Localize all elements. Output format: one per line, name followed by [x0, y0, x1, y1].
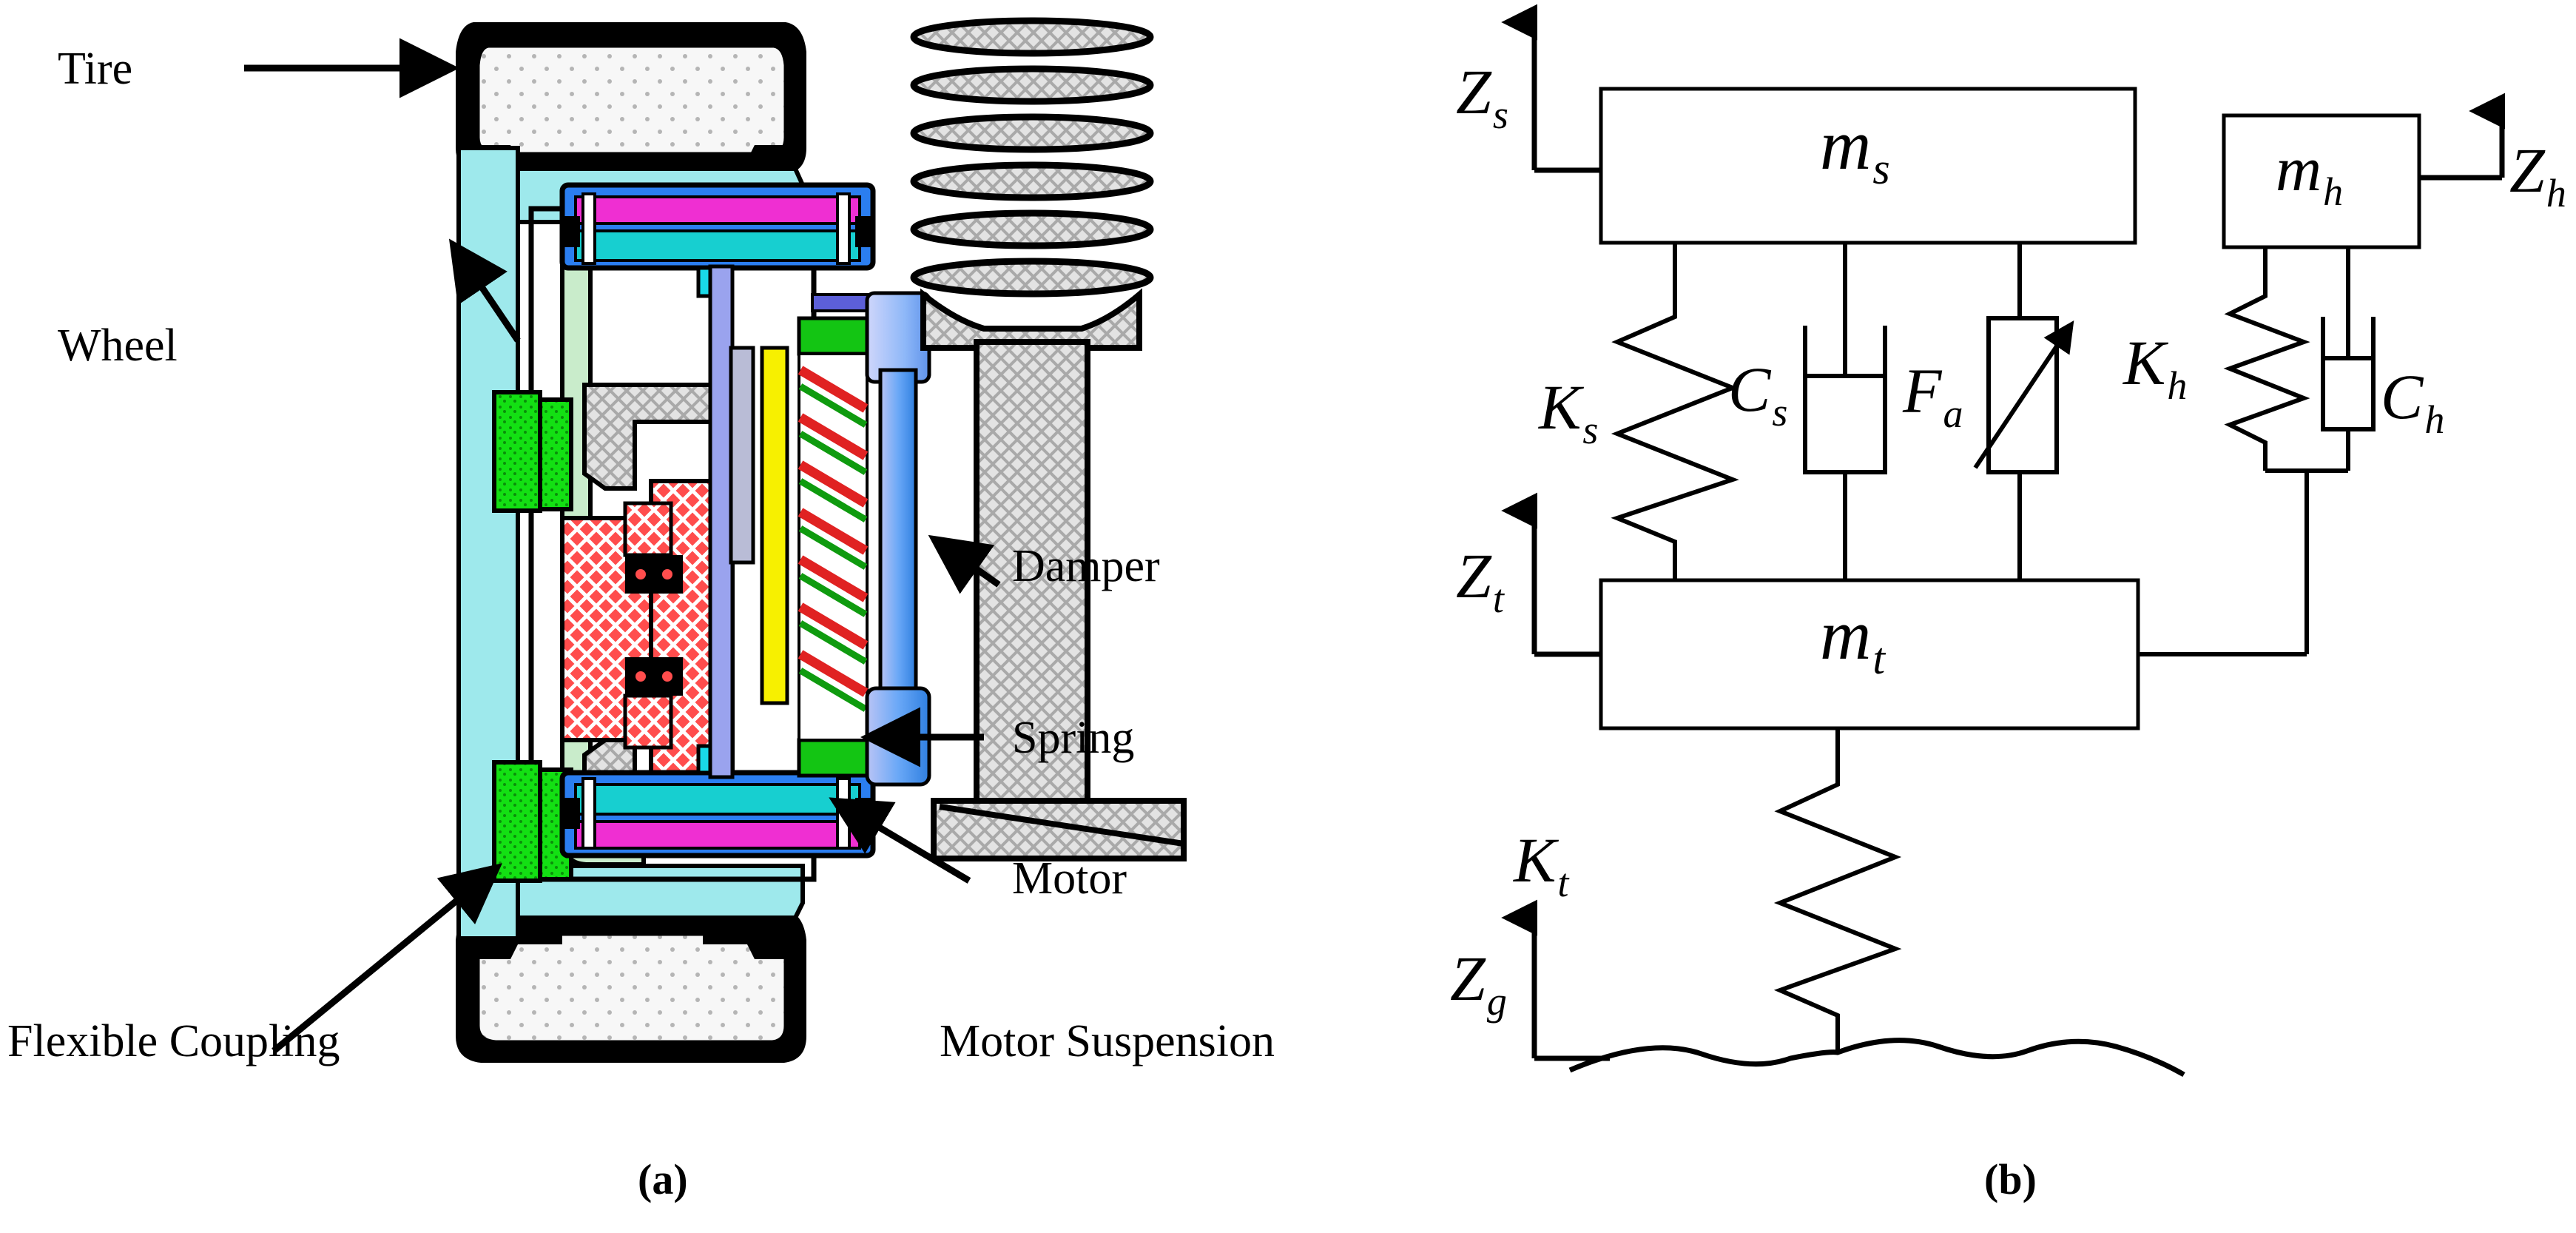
symbol-damper-suspension: Cs — [1728, 352, 1787, 434]
motor-suspension-spring — [797, 293, 894, 778]
caption-panel-a: (a) — [638, 1155, 688, 1203]
symbol-disp-tire: Zt — [1456, 539, 1504, 621]
mass-tire-sub: t — [1872, 634, 1885, 684]
internal-rods — [729, 346, 789, 705]
flexible-coupling-leader — [272, 863, 502, 1054]
motor-spring-symbol — [2223, 247, 2310, 471]
disp-motor-sub: h — [2546, 171, 2566, 216]
active-actuator-symbol — [1973, 243, 2074, 580]
label-motor-suspension: Motor Suspension — [940, 1016, 1275, 1066]
damper-suspension-base: C — [1728, 354, 1771, 425]
symbol-mass-tire: mt — [1820, 594, 1885, 683]
spring-suspension-base: K — [1539, 372, 1582, 443]
mass-sprung-base: m — [1820, 105, 1872, 184]
mass-tire-base: m — [1820, 595, 1872, 674]
mass-sprung-sub: s — [1872, 144, 1890, 194]
tire-lower — [456, 910, 806, 1063]
spring-motor-sub: h — [2167, 363, 2188, 409]
disp-tire-sub: t — [1492, 577, 1504, 622]
symbol-disp-motor: Zh — [2509, 133, 2566, 215]
suspension-damper-symbol — [1803, 243, 1887, 580]
symbol-spring-tire: Kt — [1514, 823, 1568, 905]
symbol-damper-motor: Ch — [2381, 360, 2444, 442]
road-profile — [1568, 1038, 2185, 1078]
sprung-mass-box — [1599, 87, 2137, 245]
winding-terminal-lower — [625, 657, 683, 696]
symbol-actuator-force: Fa — [1903, 354, 1963, 436]
symbol-mass-sprung: ms — [1820, 104, 1890, 193]
label-tire: Tire — [58, 44, 133, 94]
mass-motor-base: m — [2276, 133, 2322, 204]
actuator-force-base: F — [1903, 355, 1942, 426]
label-spring: Spring — [1012, 713, 1135, 763]
symbol-mass-motor: mh — [2276, 132, 2343, 214]
motor-leader — [829, 797, 971, 884]
disp-motor-base: Z — [2509, 135, 2545, 206]
spring-suspension-sub: s — [1582, 408, 1599, 453]
stator-upper — [559, 182, 876, 298]
disp-ground-sub: g — [1486, 979, 1507, 1024]
wheel-leader — [448, 238, 521, 343]
suspension-spring-symbol — [1611, 243, 1739, 580]
motor-mass-box — [2222, 113, 2421, 249]
motor-damper-symbol — [2321, 247, 2376, 471]
zt-indicator — [1501, 492, 1601, 657]
damper-motor-base: C — [2381, 361, 2424, 432]
label-motor: Motor — [1012, 853, 1127, 904]
motor-to-tire-link — [2138, 468, 2348, 656]
caption-panel-b: (b) — [1984, 1155, 2037, 1203]
label-flexible-coupling: Flexible Coupling — [7, 1016, 340, 1066]
callout-arrows — [244, 38, 1001, 1054]
tire-spring-symbol — [1773, 728, 1902, 1052]
winding-terminal-upper — [625, 555, 683, 594]
spring-tire-base: K — [1514, 824, 1557, 896]
zs-indicator — [1501, 4, 1601, 173]
zh-indicator — [2419, 93, 2506, 181]
label-damper: Damper — [1012, 541, 1160, 591]
external-coil-spring — [910, 17, 1154, 298]
disp-sprung-base: Z — [1456, 56, 1491, 127]
spring-motor-base: K — [2123, 327, 2166, 398]
symbol-disp-sprung: Zs — [1456, 55, 1508, 137]
bearing-upper — [492, 390, 573, 513]
symbol-spring-motor: Kh — [2123, 326, 2187, 408]
symbol-disp-ground: Zg — [1450, 941, 1507, 1024]
label-wheel: Wheel — [58, 320, 178, 371]
mass-motor-sub: h — [2323, 169, 2344, 215]
damper-motor-sub: h — [2424, 397, 2445, 443]
symbol-spring-suspension: Ks — [1539, 370, 1598, 452]
spring-tire-sub: t — [1557, 861, 1569, 906]
damper-leader — [928, 534, 1001, 594]
disp-tire-base: Z — [1456, 540, 1491, 611]
disp-ground-base: Z — [1450, 943, 1486, 1014]
strut-rod — [920, 288, 1187, 861]
zg-indicator — [1501, 899, 1610, 1061]
damper-suspension-sub: s — [1772, 390, 1788, 435]
actuator-force-sub: a — [1943, 392, 1963, 437]
disp-sprung-sub: s — [1492, 93, 1508, 138]
